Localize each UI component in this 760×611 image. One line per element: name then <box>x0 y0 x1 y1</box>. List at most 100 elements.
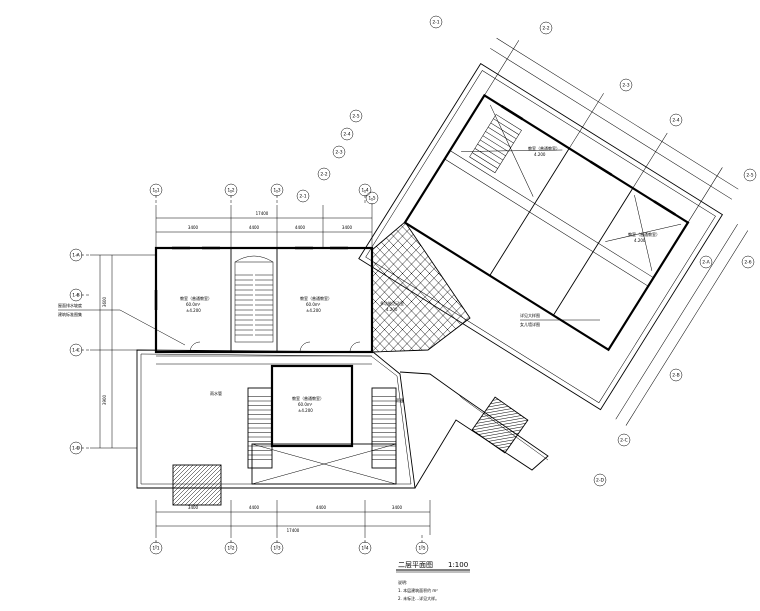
room-level: ±4.200 <box>306 308 321 313</box>
hatch-line <box>216 500 222 506</box>
grid-label: 1-3 <box>273 188 280 194</box>
hatch-line <box>404 222 470 352</box>
grid-bubble <box>365 191 379 205</box>
dimension-bottom: 3400 4400 4400 3400 17400 <box>155 500 431 535</box>
grid-bubble <box>224 183 238 197</box>
hatch-line <box>172 464 182 474</box>
note-line: 2. 未标注…详见大样。 <box>398 595 439 601</box>
hatch-line <box>180 464 222 506</box>
hatch-line <box>204 488 222 506</box>
hatch-line <box>492 399 499 401</box>
grid-label: 2-4 <box>672 118 679 124</box>
dim-bottom-seg: 4400 <box>249 505 260 510</box>
dim-bottom-total: 17400 <box>287 528 300 533</box>
hatch-line <box>483 408 512 414</box>
hatch-line <box>488 403 505 408</box>
grid-bubble <box>69 248 83 262</box>
grid-bubble <box>358 183 372 197</box>
grid-label: 1-4 <box>361 546 368 552</box>
hatch-line <box>372 222 470 352</box>
hatch-line <box>372 222 419 352</box>
hatch-line <box>485 406 509 411</box>
hatch-line <box>522 220 652 355</box>
callouts: 屋面排水坡度 建筑标准图集 详见大样图 女儿墙详图 雨水管 雨篷 <box>58 302 600 403</box>
wing-stair <box>472 118 519 169</box>
dim-top-seg: 3400 <box>188 225 199 230</box>
roof-hatch <box>172 464 222 506</box>
hatch-line <box>504 220 634 355</box>
junction-hatch <box>371 220 652 355</box>
hatch-line <box>449 222 470 352</box>
dim-top-seg: 3400 <box>342 225 353 230</box>
hatch-line <box>481 429 522 438</box>
grid-label: 2-5 <box>746 173 753 179</box>
grid-bubble <box>270 541 284 555</box>
grid-label: 2-5 <box>352 114 359 120</box>
stair-treads <box>235 274 273 336</box>
callout-text: 屋面排水坡度 <box>58 302 82 308</box>
grid-bubble <box>669 113 683 127</box>
hatch-line <box>495 220 625 355</box>
callout-text: 女儿墙详图 <box>520 321 540 327</box>
grid-bubble <box>340 127 354 141</box>
drawing-scale: 1:100 <box>448 561 468 569</box>
dim-left-seg: 3900 <box>102 394 107 405</box>
hatch-line <box>476 415 522 424</box>
hatch-line <box>495 220 625 355</box>
grid-label: 2-D <box>596 478 604 484</box>
hatch-line <box>172 464 206 498</box>
room-level: 4.200 <box>534 152 546 157</box>
grid-bubble <box>224 541 238 555</box>
grid-label: 1-1 <box>152 546 159 552</box>
hatch-line <box>501 449 508 451</box>
note-line: 1. 本层建筑面积约 m² <box>398 587 438 593</box>
hatch-line <box>176 464 218 506</box>
grid-bubble <box>743 168 757 182</box>
hatch-line <box>172 464 186 478</box>
room-name: 教室（普通教室） <box>528 145 560 151</box>
dimension-top: 17400 3400 4400 4400 3400 <box>155 205 373 248</box>
hatch-line <box>458 222 470 352</box>
hatch-line <box>458 222 470 352</box>
hatch-line <box>474 417 525 427</box>
grid-label: 2-1 <box>299 194 306 200</box>
hatch-line <box>200 484 222 506</box>
stair-tread <box>485 131 512 148</box>
grid-label: 1-A <box>72 253 80 259</box>
grid-label: 1-2 <box>227 188 234 194</box>
grid-label: 1-5 <box>418 546 425 552</box>
grid-bubble <box>669 368 683 382</box>
hatch-line <box>422 222 470 352</box>
hatch-line <box>372 222 419 352</box>
hatch-line <box>513 220 643 355</box>
room-level: ±4.200 <box>298 408 313 413</box>
grid-label: 2-3 <box>335 150 342 156</box>
roof-hatch-b <box>471 396 529 454</box>
stair-tread <box>472 152 498 169</box>
hatch-line <box>477 220 607 355</box>
grid-bubble <box>149 541 163 555</box>
hatch-line <box>377 222 470 352</box>
hatch-line <box>172 464 178 470</box>
hatch-line <box>172 464 198 490</box>
grid-label: 2-C <box>620 438 628 444</box>
grid-bubble <box>149 183 163 197</box>
dim-top-seg: 4400 <box>249 225 260 230</box>
grid-bubble <box>619 78 633 92</box>
room-name: 教室（普通教室） <box>628 231 660 237</box>
grid-bubble <box>69 288 83 302</box>
stair-tread <box>493 118 519 135</box>
grid-label: 2-1 <box>432 20 439 26</box>
hatch-line <box>486 220 616 355</box>
room-name: 教室（普通教室） <box>292 395 324 401</box>
grid-bubble <box>593 473 607 487</box>
grid-label: 2-B <box>672 373 679 379</box>
dim-left-seg: 3600 <box>102 296 107 307</box>
callout-text: 雨篷 <box>396 397 404 403</box>
hatch-line <box>372 222 470 352</box>
side-stair-left <box>248 396 272 460</box>
grid-label: 1-5 <box>368 196 375 202</box>
hatch-line <box>172 464 202 494</box>
grid-bubble <box>539 21 553 35</box>
